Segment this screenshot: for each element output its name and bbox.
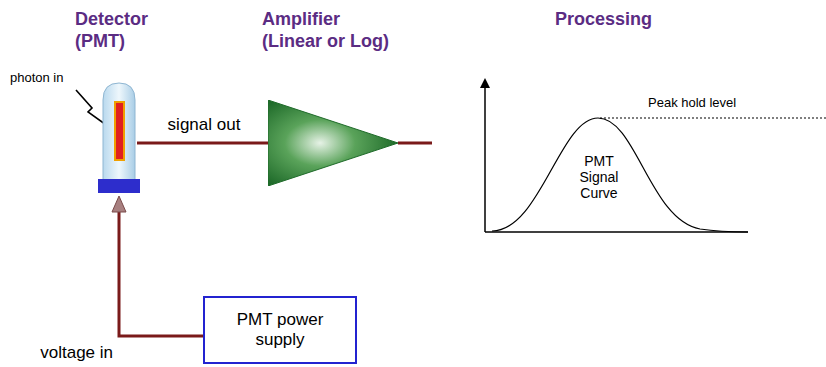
connector	[112, 196, 203, 336]
photocathode	[115, 102, 124, 160]
peak-hold-line	[600, 117, 826, 118]
wire-label: voltage in	[40, 343, 113, 363]
output-wire	[398, 142, 432, 145]
wire-label: signal out	[168, 115, 241, 135]
signal-curve	[492, 118, 748, 232]
section-heading: Processing	[555, 8, 652, 30]
glass-bulb	[103, 83, 135, 180]
wire	[119, 212, 203, 336]
pmt-tube: Detector (PMT)	[98, 82, 140, 193]
amplifier-symbol	[268, 100, 398, 186]
y-axis	[484, 86, 486, 232]
wire	[137, 142, 269, 145]
arrow-head	[112, 196, 126, 212]
photon-label: photon in	[10, 71, 64, 86]
x-axis	[485, 231, 748, 233]
section-heading: Detector (PMT)	[75, 8, 170, 52]
amplifier-triangle: Amplifier (Linear or Log)	[268, 100, 398, 186]
power-supply-box: PMT power supply	[203, 296, 357, 364]
section-heading: Amplifier (Linear or Log)	[262, 8, 402, 52]
pmt-drawing	[98, 82, 140, 193]
curve-label: PMT Signal Curve	[572, 153, 626, 201]
peak-hold-label: Peak hold level	[648, 96, 736, 111]
amplifier-drawing	[268, 100, 398, 186]
tube-base	[98, 179, 140, 193]
connector	[137, 143, 269, 144]
box-label: PMT power supply	[225, 310, 335, 350]
